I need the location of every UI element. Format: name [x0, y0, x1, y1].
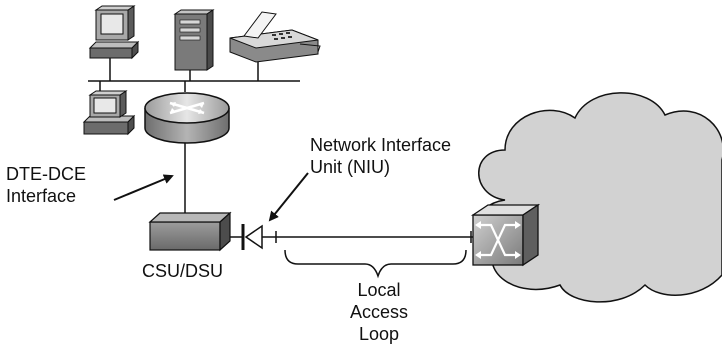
router-icon — [144, 92, 230, 144]
fax-machine-icon — [229, 11, 321, 63]
csu-dsu-icon — [148, 211, 232, 252]
server-tower-icon — [173, 9, 215, 71]
loop-label-line2: Access — [349, 302, 409, 322]
niu-label: Network Interface Unit (NIU) — [310, 134, 451, 178]
niu-label-line2: Unit (NIU) — [310, 157, 390, 177]
niu-diode-icon — [230, 224, 277, 250]
workstation-icon — [88, 5, 140, 60]
dte-dce-label-line1: DTE-DCE — [6, 164, 86, 184]
dte-dce-interface-label: DTE-DCE Interface — [6, 163, 86, 207]
dte-dce-pointer-arrow — [113, 174, 174, 201]
dte-dce-label-line2: Interface — [6, 186, 77, 206]
csu-dsu-label: CSU/DSU — [142, 261, 224, 281]
wan-switch-icon — [470, 203, 541, 267]
local-access-loop-label: Local Access Loop — [330, 279, 428, 345]
workstation-icon — [82, 90, 136, 136]
loop-label-line3: Loop — [358, 324, 400, 344]
loop-brace — [284, 249, 467, 279]
wan-cloud-icon — [476, 92, 722, 303]
niu-pointer-arrow — [268, 172, 309, 222]
loop-label-line1: Local — [357, 280, 401, 300]
niu-label-line1: Network Interface — [310, 135, 452, 155]
